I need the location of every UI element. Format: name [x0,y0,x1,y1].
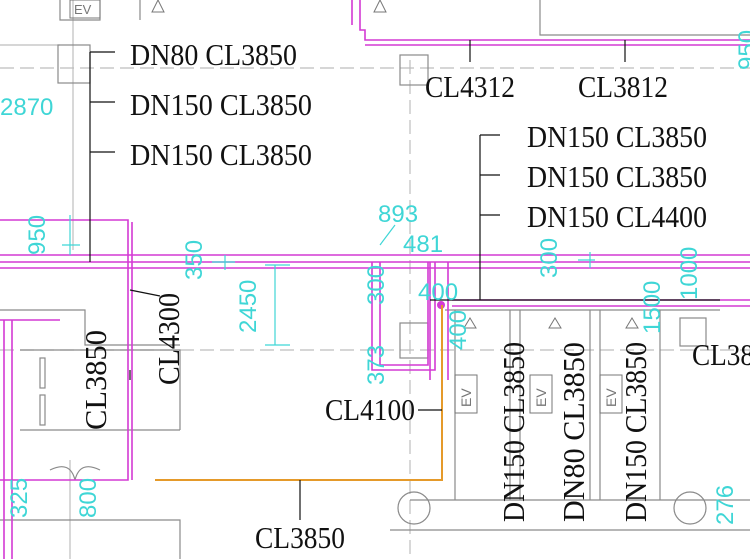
label-dn150-cl4400: DN150 CL4400 [527,199,707,234]
label-dn80-cl3850: DN80 CL3850 [130,37,297,72]
dim-1000: 1000 [676,247,703,300]
dim-2870: 2870 [0,94,53,121]
ev-charger-symbols: EV EV EV EV [69,0,639,414]
label-vertical-dn80-cl3850: DN80 CL3850 [556,342,591,522]
dim-950-right: 950 [734,30,750,70]
leader-lines [89,40,720,520]
label-dn150-cl3850: DN150 CL3850 [527,119,707,154]
triangle-markers [151,0,639,329]
dim-893: 893 [378,201,418,228]
sprinkler-main [155,305,443,481]
dimension-lines [62,215,595,346]
pipe-labels: DN80 CL3850 DN150 CL3850 DN150 CL3850 CL… [78,37,750,555]
label-cl4312: CL4312 [425,69,515,104]
ev-charger-icon: EV [69,0,101,19]
dim-1500: 1500 [639,281,666,334]
dim-400: 400 [445,310,472,350]
svg-text:EV: EV [533,388,549,407]
svg-text:EV: EV [603,388,619,407]
label-dn150-cl3850: DN150 CL3850 [130,87,312,122]
svg-text:EV: EV [458,388,474,407]
dim-400: 400 [418,279,458,306]
dim-300: 300 [536,238,563,278]
label-cl4100: CL4100 [325,392,415,427]
label-cl3850-bottom: CL3850 [255,520,345,555]
dim-481: 481 [403,231,443,258]
dim-373: 373 [363,345,390,385]
ev-charger-icon: EV [599,374,623,414]
dim-350: 350 [181,240,208,280]
label-cl3850-vertical: CL3850 [78,330,113,430]
dim-2450: 2450 [235,280,262,333]
label-cl38-edge: CL38 [692,337,750,372]
svg-text:EV: EV [74,2,92,17]
label-cl4300-vertical: CL4300 [151,293,186,385]
ev-charger-icon: EV [529,374,553,414]
dim-950: 950 [24,215,51,255]
dim-800: 800 [75,478,102,518]
label-vertical-dn150-cl3850: DN150 CL3850 [496,342,531,522]
ev-charger-icon: EV [454,374,478,414]
dimension-values: 2870 950 350 2450 893 481 300 400 400 37… [0,30,750,525]
dim-325: 325 [6,478,33,518]
label-dn150-cl3850: DN150 CL3850 [527,159,707,194]
dim-300: 300 [363,265,390,305]
dim-276: 276 [712,485,739,525]
label-cl3812: CL3812 [578,69,668,104]
label-dn150-cl3850: DN150 CL3850 [130,137,312,172]
label-vertical-dn150-cl3850: DN150 CL3850 [618,342,653,522]
